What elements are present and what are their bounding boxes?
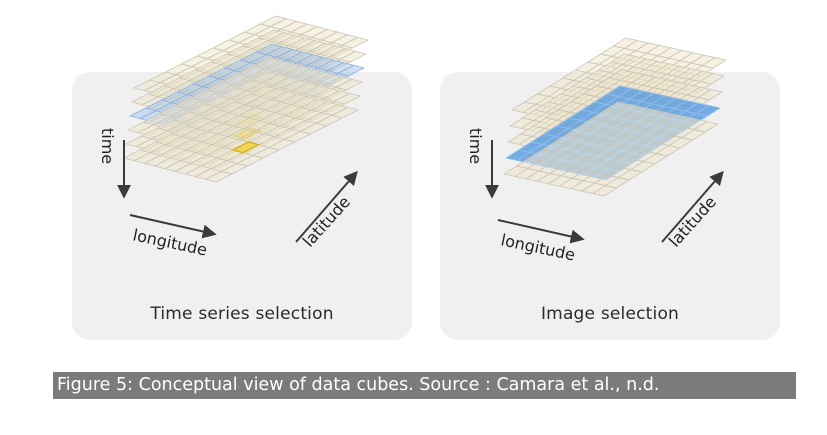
- layer-plane: [124, 86, 358, 182]
- grid-layer: [503, 101, 719, 197]
- latitude-axis-arrow: [661, 170, 724, 243]
- latitude-axis-label: latitude: [299, 192, 354, 250]
- latitude-axis-arrow: [295, 170, 358, 243]
- time-series-cube-diagram: time longitude latitude: [98, 15, 369, 260]
- cube-layers: [503, 37, 727, 197]
- grid-cell: [337, 64, 365, 77]
- panel-title-time-series: Time series selection: [150, 304, 334, 324]
- grid-cell: [695, 105, 721, 117]
- time-axis-label: time: [466, 128, 485, 164]
- grid-cell: [339, 50, 367, 63]
- longitude-axis-arrow: [129, 214, 217, 239]
- highlighted-cell-yellow: [231, 141, 260, 154]
- grid-cell: [333, 92, 361, 105]
- grid-cell: [701, 57, 727, 69]
- latitude-axis-label: latitude: [665, 192, 720, 250]
- time-axis-label: time: [98, 128, 117, 164]
- longitude-axis-arrow: [497, 219, 585, 244]
- image-selection-cube-diagram: time longitude latitude: [466, 37, 727, 265]
- panel-title-image-selection: Image selection: [540, 304, 680, 324]
- figure-caption-label: Figure 5:: [57, 375, 134, 395]
- layer-plane: [504, 102, 718, 196]
- grid-cell: [335, 78, 363, 91]
- grid-layer: [123, 85, 359, 183]
- figure-caption: Figure 5: Conceptual view of data cubes.…: [53, 372, 796, 399]
- grid-cell: [341, 36, 369, 49]
- grid-cell: [693, 121, 719, 133]
- figure-caption-text: Conceptual view of data cubes. Source : …: [133, 375, 660, 395]
- grid-cell: [699, 73, 725, 85]
- grid-cell: [331, 106, 359, 119]
- grid-cell: [697, 89, 723, 101]
- cube-layers: [123, 15, 369, 183]
